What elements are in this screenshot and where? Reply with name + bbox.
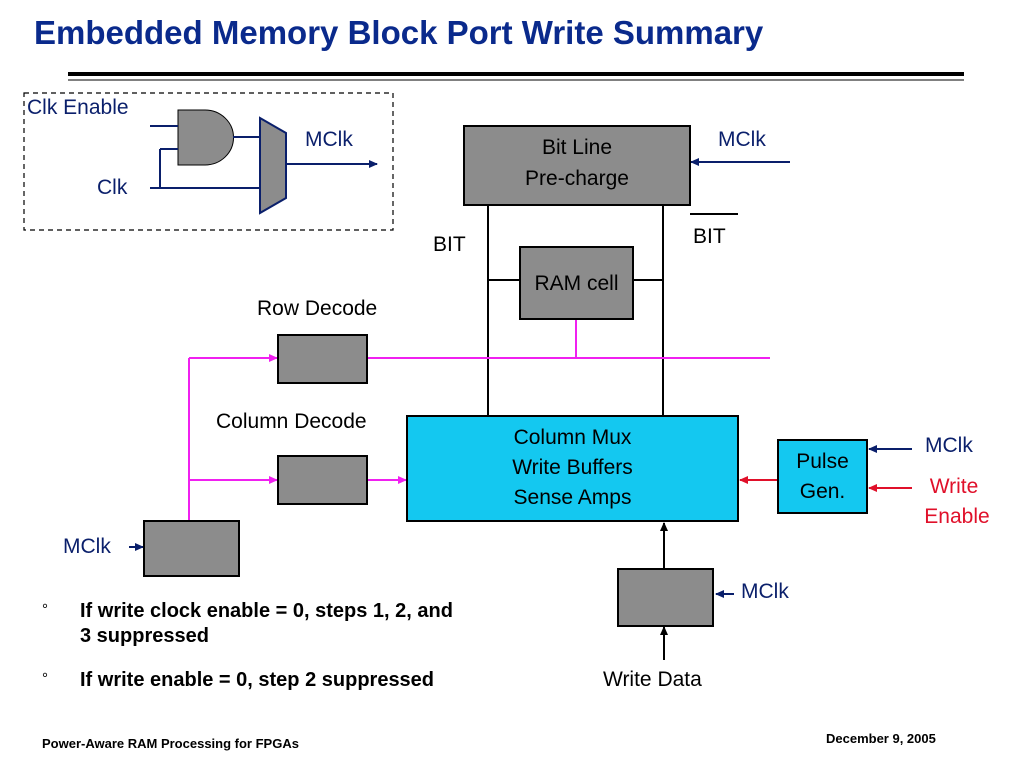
mclk-pulse-label: MClk (925, 434, 973, 457)
write-data-label: Write Data (603, 668, 702, 691)
row-decode-label: Row Decode (257, 297, 378, 320)
mclk-addr-reg-label: MClk (63, 535, 111, 558)
precharge-label-1: Bit Line (541, 136, 613, 159)
colmux-label-1: Column Mux (513, 426, 632, 449)
row-decode-block (277, 334, 368, 384)
bit-label: BIT (433, 233, 466, 256)
colmux-label-3: Sense Amps (513, 486, 632, 509)
bullet-mark-1: ° (42, 601, 48, 618)
address-register-block (143, 520, 240, 577)
footer-left: Power-Aware RAM Processing for FPGAs (42, 736, 299, 751)
column-decode-block (277, 455, 368, 505)
mclk-data-reg-label: MClk (741, 580, 789, 603)
pulse-gen-block (777, 439, 868, 514)
mclk-precharge-label: MClk (718, 128, 766, 151)
page-title: Embedded Memory Block Port Write Summary (34, 14, 764, 51)
column-mux-block (406, 415, 739, 522)
clock-mux-icon (259, 116, 287, 215)
bitline-precharge-block (463, 125, 691, 206)
column-decode-label: Column Decode (216, 410, 367, 433)
pulse-label-1: Pulse (796, 450, 849, 473)
footer-right: December 9, 2005 (826, 731, 936, 746)
clk-enable-label: Clk Enable (27, 96, 129, 119)
bit-bar-label: BIT (693, 225, 726, 248)
write-enable-label-1: Write (929, 475, 979, 498)
bullet-2-line-1: If write enable = 0, step 2 suppressed (80, 669, 435, 691)
write-enable-label-2: Enable (924, 505, 990, 528)
mclk-out-label: MClk (305, 128, 353, 151)
ram-cell-block (519, 246, 634, 320)
and-gate-icon (177, 109, 234, 166)
data-register-block (617, 568, 714, 627)
bullet-mark-2: ° (42, 670, 48, 687)
pulse-label-2: Gen. (799, 480, 846, 503)
clock-gate-dashed-box (23, 92, 394, 231)
bullet-1-line-2: 3 suppressed (80, 625, 209, 647)
bullet-1-line-1: If write clock enable = 0, steps 1, 2, a… (80, 600, 453, 622)
clk-label: Clk (97, 176, 128, 199)
colmux-label-2: Write Buffers (512, 456, 633, 479)
ram-cell-label: RAM cell (534, 272, 619, 295)
precharge-label-2: Pre-charge (525, 167, 629, 190)
